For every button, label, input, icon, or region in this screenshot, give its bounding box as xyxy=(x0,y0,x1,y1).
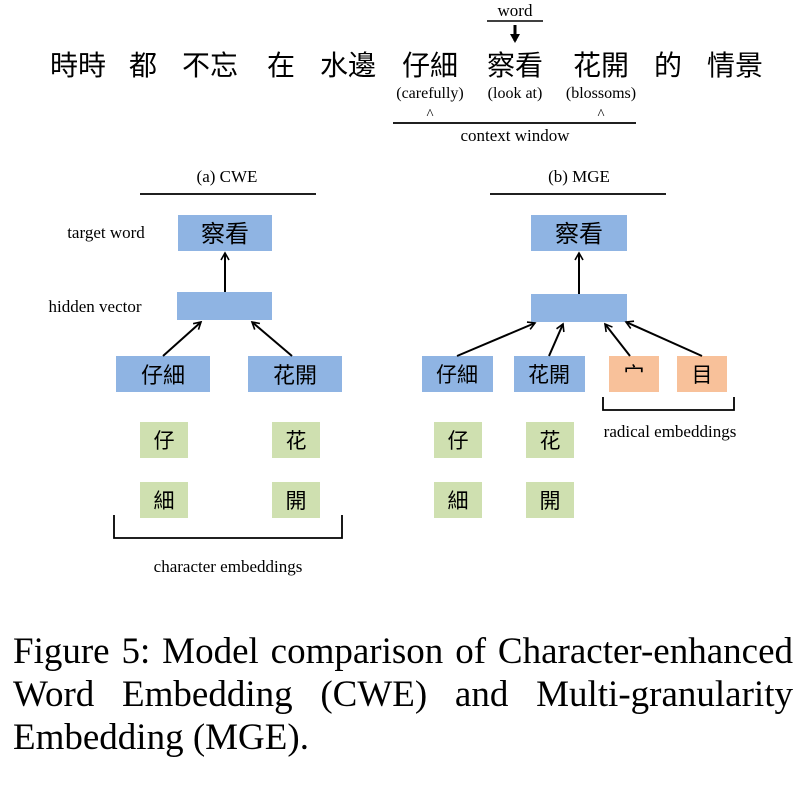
sentence-token: 不忘 xyxy=(182,49,238,82)
cwe-char-box xyxy=(140,482,188,518)
cwe-char: 花 xyxy=(286,429,307,453)
cwe-title: (a) CWE xyxy=(197,167,258,186)
mge-word: 花開 xyxy=(528,363,570,387)
gloss: (blossoms) xyxy=(566,85,636,102)
mge-word: 仔細 xyxy=(436,363,478,387)
cwe-word: 花開 xyxy=(273,364,317,389)
mge-char: 開 xyxy=(540,489,561,513)
cwe-char-box xyxy=(272,422,320,458)
word-marker-label: word xyxy=(498,1,533,20)
sentence-token: 情景 xyxy=(707,49,763,82)
mge-radical: 目 xyxy=(692,363,713,387)
sentence-token: 在 xyxy=(267,49,295,82)
cwe-arrow xyxy=(250,320,293,357)
cwe-word-box xyxy=(116,356,210,392)
mge-title: (b) MGE xyxy=(548,167,610,186)
mge-word-box xyxy=(514,356,585,392)
mge-target-word: 察看 xyxy=(555,220,603,248)
target-word-label: target word xyxy=(67,223,145,242)
cwe-target-word-box xyxy=(178,215,272,251)
hidden-vector-label: hidden vector xyxy=(49,297,142,316)
model-comparison-figure: 時時 都 不忘 在 水邊 仔細 察看 花開 的 情景 word (careful… xyxy=(49,1,764,576)
mge-arrow xyxy=(624,320,703,357)
sentence: 時時 都 不忘 在 水邊 仔細 察看 花開 的 情景 xyxy=(50,49,763,82)
gloss: (look at) xyxy=(488,85,543,102)
cwe-char: 細 xyxy=(154,489,175,513)
cwe-word: 仔細 xyxy=(141,364,185,389)
mge-arrow xyxy=(456,321,537,357)
mge-char-box xyxy=(526,422,574,458)
mge-char: 仔 xyxy=(448,429,469,453)
mge-panel: (b) MGE 察看 仔細 花開 宀 目 仔 花 細 開 radical emb… xyxy=(422,167,736,518)
character-embeddings-bracket xyxy=(113,515,343,539)
cwe-hidden-vector xyxy=(177,292,272,320)
sentence-token: 水邊 xyxy=(320,49,376,82)
cwe-char: 開 xyxy=(286,489,307,513)
cwe-word-box xyxy=(248,356,342,392)
mge-char-box xyxy=(434,422,482,458)
gloss: (carefully) xyxy=(396,85,464,102)
cwe-char: 仔 xyxy=(154,429,175,453)
mge-char-box xyxy=(526,482,574,518)
mge-char: 花 xyxy=(540,429,561,453)
mge-radical-box xyxy=(609,356,659,392)
mge-arrow xyxy=(604,322,631,357)
cwe-arrow xyxy=(162,320,203,357)
mge-radical: 宀 xyxy=(624,363,645,387)
mge-radical-box xyxy=(677,356,727,392)
caret-mark: ^ xyxy=(597,107,604,123)
mge-target-word-box xyxy=(531,215,627,251)
sentence-token: 仔細 xyxy=(402,49,458,82)
mge-char: 細 xyxy=(448,489,469,513)
sentence-token: 時時 xyxy=(50,49,106,82)
radical-embeddings-bracket xyxy=(602,397,735,411)
caret-mark: ^ xyxy=(426,107,433,123)
figure-caption: Figure 5: Model comparison of Character-… xyxy=(13,631,793,758)
mge-arrow xyxy=(548,322,565,357)
sentence-token: 花開 xyxy=(573,49,629,82)
sentence-token: 的 xyxy=(654,49,682,82)
cwe-panel: (a) CWE target word hidden vector 察看 仔細 … xyxy=(49,167,343,576)
sentence-token: 都 xyxy=(129,49,157,82)
context-window-label: context window xyxy=(460,126,570,145)
sentence-token: 察看 xyxy=(487,49,543,82)
cwe-char-box xyxy=(272,482,320,518)
figure-svg: 時時 都 不忘 在 水邊 仔細 察看 花開 的 情景 word (careful… xyxy=(49,1,764,576)
mge-char-box xyxy=(434,482,482,518)
cwe-char-box xyxy=(140,422,188,458)
mge-hidden-vector xyxy=(531,294,627,322)
mge-word-box xyxy=(422,356,493,392)
character-embeddings-label: character embeddings xyxy=(154,557,303,576)
radical-embeddings-label: radical embeddings xyxy=(604,422,737,441)
cwe-target-word: 察看 xyxy=(201,220,249,248)
